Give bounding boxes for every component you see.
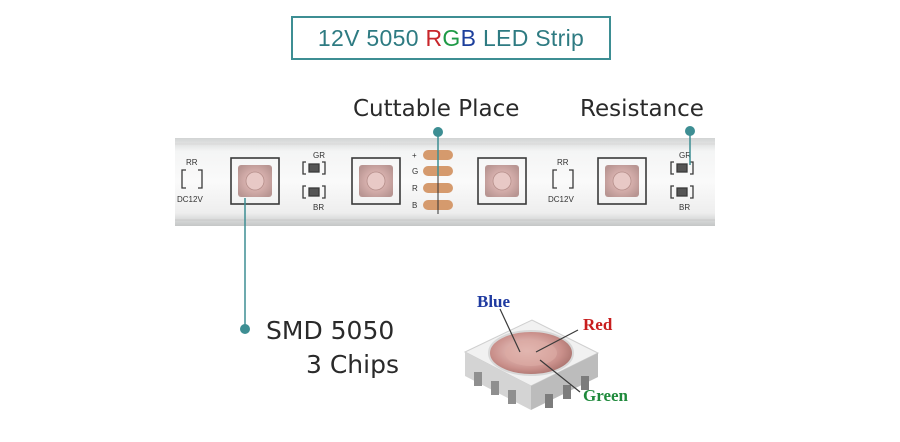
resistor-gr-1 — [302, 161, 326, 175]
pad-label-b: B — [412, 201, 417, 210]
cuttable-place-label: Cuttable Place — [353, 96, 520, 122]
smd-dot — [240, 324, 250, 334]
chip-green-label: Green — [583, 386, 629, 405]
pad-label-r: R — [412, 184, 418, 193]
led-module-3 — [477, 157, 527, 205]
resistor-rr-2 — [552, 169, 574, 189]
dc-label-1: DC12V — [177, 195, 203, 204]
br-label-1: BR — [313, 203, 324, 212]
title-box: 12V 5050 R G B LED Strip — [291, 16, 611, 60]
br-label-2: BR — [679, 203, 690, 212]
led-module-1 — [230, 157, 280, 205]
pad-label-plus: + — [412, 151, 417, 160]
title-part-1: 12V 5050 — [317, 24, 426, 51]
led-module-4 — [597, 157, 647, 205]
rr-label-2: RR — [557, 158, 569, 167]
chip-red-label: Red — [583, 315, 613, 334]
resistor-gr-2 — [670, 161, 694, 175]
title-part-r: R — [425, 24, 443, 51]
smd-label-line1: SMD 5050 — [266, 316, 395, 345]
smd5050-chip-illustration — [463, 308, 600, 410]
cuttable-dot — [433, 127, 443, 137]
gr-label-1: GR — [313, 151, 325, 160]
resistor-rr-1 — [181, 169, 203, 189]
resistance-dot — [685, 126, 695, 136]
resistor-br-1 — [302, 185, 326, 199]
title-part-g: G — [442, 24, 461, 51]
pad-label-g: G — [412, 167, 418, 176]
led-module-2 — [351, 157, 401, 205]
title-part-b: B — [460, 24, 477, 51]
resistance-label: Resistance — [580, 96, 704, 122]
smd-label-line2: 3 Chips — [306, 350, 399, 379]
rr-label-1: RR — [186, 158, 198, 167]
resistor-br-2 — [670, 185, 694, 199]
chip-blue-label: Blue — [477, 292, 511, 311]
title-part-2: LED Strip — [476, 24, 585, 51]
gr-label-2: GR — [679, 151, 691, 160]
dc-label-2: DC12V — [548, 195, 574, 204]
